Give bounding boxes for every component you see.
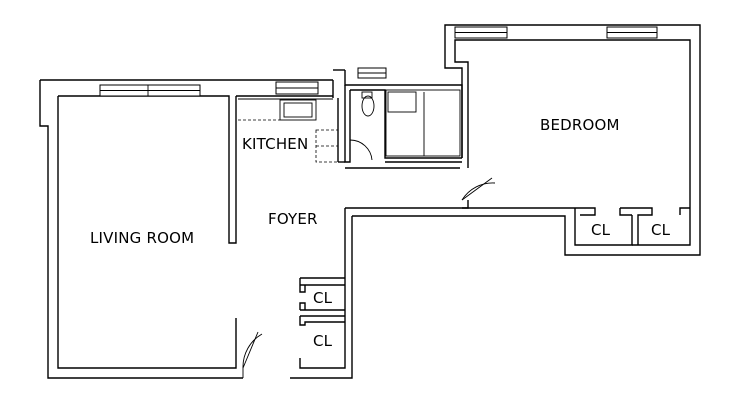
closet-foyer-bottom-label: CL xyxy=(313,332,333,350)
closet-bedroom-right-label: CL xyxy=(651,221,671,239)
closet-foyer-top xyxy=(299,277,345,311)
bathroom xyxy=(333,67,463,163)
bedroom-door xyxy=(461,177,496,201)
bedroom-label: BEDROOM xyxy=(540,116,620,134)
kitchen-label: KITCHEN xyxy=(242,135,309,153)
foyer-label: FOYER xyxy=(268,210,318,228)
bedroom-walls xyxy=(444,24,701,256)
kitchen xyxy=(236,80,339,163)
closet-bedroom-left-label: CL xyxy=(591,221,611,239)
foyer-walls xyxy=(290,161,462,379)
closet-bedroom-left xyxy=(574,207,633,246)
closet-bedroom-right xyxy=(620,207,691,246)
entrance-door xyxy=(242,331,263,378)
closet-foyer-bottom xyxy=(299,315,345,369)
closet-foyer-top-label: CL xyxy=(313,289,333,307)
living-room-label: LIVING ROOM xyxy=(90,229,195,247)
